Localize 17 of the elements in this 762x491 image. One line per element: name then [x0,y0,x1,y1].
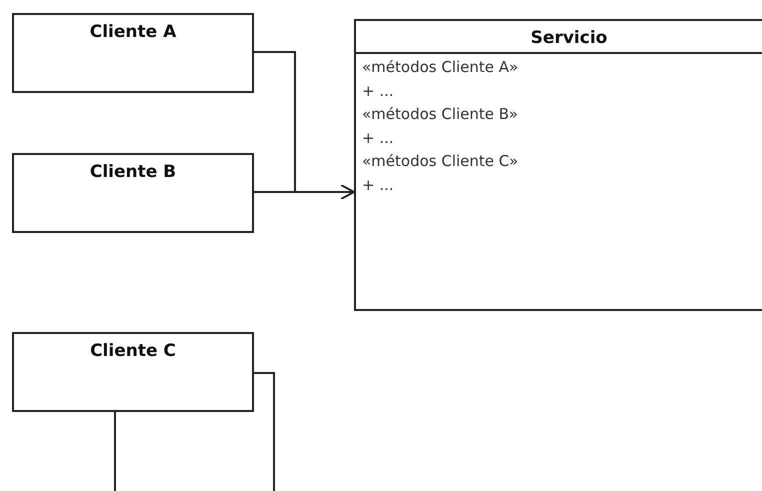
class-box [354,19,762,311]
class-box [12,332,254,412]
class-name: Cliente A [88,21,178,42]
class-member: «métodos Cliente A» [362,58,518,76]
class-member: + ... [362,176,394,194]
class-box [12,153,254,233]
class-member: «métodos Cliente B» [362,105,518,123]
class-member: + ... [362,128,394,146]
connector [114,412,116,491]
connector [254,372,275,491]
class-box [12,13,254,93]
connector [254,184,355,200]
class-name: Cliente B [88,161,178,182]
class-name: Servicio [530,27,608,48]
class-member: + ... [362,82,394,100]
class-member: «métodos Cliente C» [362,152,518,170]
class-name: Cliente C [89,340,177,361]
